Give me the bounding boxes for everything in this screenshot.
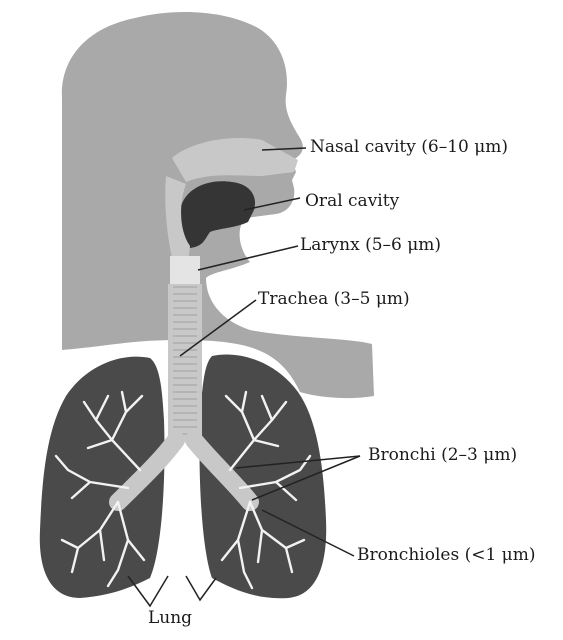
label-lung: Lung [148,610,192,627]
label-trachea: Trachea (3–5 μm) [258,291,410,308]
label-nasal-cavity: Nasal cavity (6–10 μm) [310,139,508,156]
larynx-shape [170,256,200,286]
label-oral-cavity: Oral cavity [305,193,399,210]
label-larynx: Larynx (5–6 μm) [300,237,441,254]
label-bronchioles: Bronchioles (<1 μm) [357,547,535,564]
label-bronchi: Bronchi (2–3 μm) [368,447,517,464]
